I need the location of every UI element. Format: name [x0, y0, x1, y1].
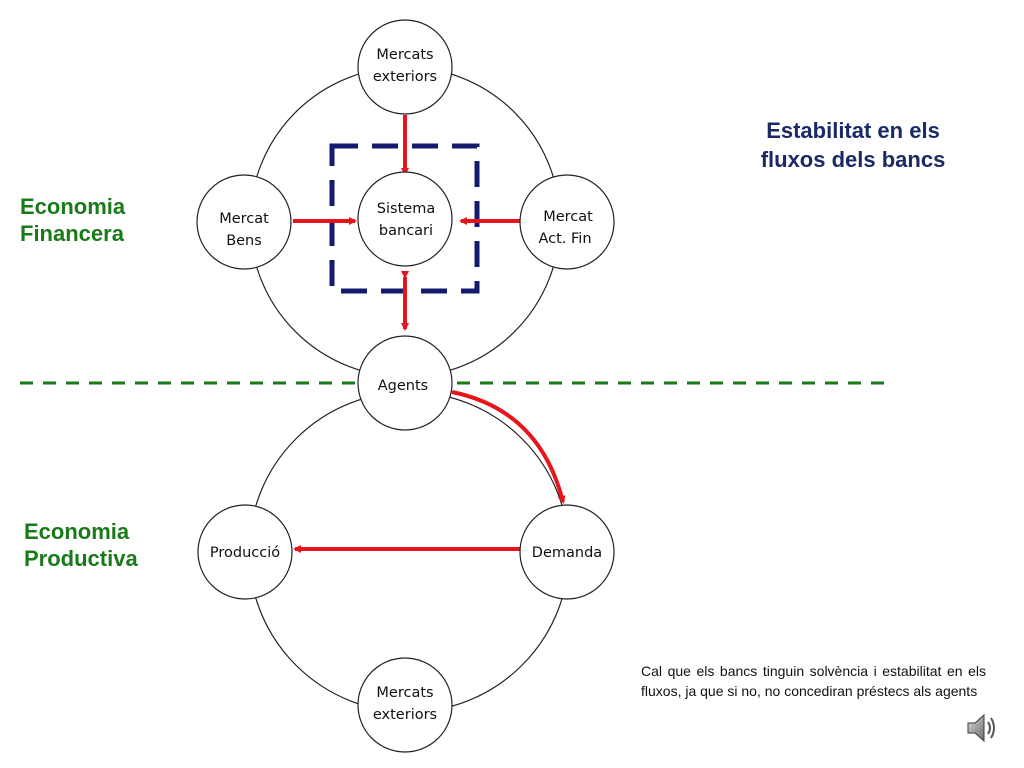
productive-economy-label-line2: Productiva [24, 546, 138, 571]
fin-label-1: Mercat [543, 209, 593, 225]
bank-label-1: Sistema [377, 201, 435, 217]
node-goods-market [196, 174, 292, 270]
node-bank-system [357, 171, 453, 267]
demand-label: Demanda [532, 545, 602, 561]
ext-bottom-label-1: Mercats [376, 685, 433, 701]
fin-label-2: Act. Fin [538, 231, 591, 247]
explanatory-note: Cal que els bancs tinguin solvència i es… [641, 663, 986, 699]
financial-economy-label: Economia Financera [20, 193, 125, 247]
bank-stability-title-line2: fluxos dels bancs [760, 147, 946, 172]
node-production [197, 504, 293, 600]
bank-stability-title-line1: Estabilitat en els [766, 118, 940, 143]
agents-label: Agents [378, 378, 428, 394]
productive-economy-label: Economia Productiva [24, 518, 138, 572]
node-agents [357, 335, 453, 431]
arrow-agents-to-demand [451, 390, 566, 504]
bens-label-2: Bens [226, 233, 262, 249]
bank-label-2: bancari [379, 223, 433, 239]
ext-top-label-1: Mercats [376, 47, 433, 63]
node-demand [519, 504, 615, 600]
speaker-icon[interactable] [964, 710, 1000, 746]
node-fin-market [519, 174, 615, 270]
financial-economy-label-line1: Economia [20, 194, 126, 219]
node-ext-markets-bottom [357, 657, 453, 753]
production-label: Producció [210, 545, 280, 561]
ext-top-label-2: exteriors [373, 69, 437, 85]
productive-economy-label-line1: Economia [24, 519, 130, 544]
financial-economy-label-line2: Financera [20, 221, 124, 246]
node-ext-markets-top [357, 19, 453, 115]
bens-label-1: Mercat [219, 211, 269, 227]
ext-bottom-label-2: exteriors [373, 707, 437, 723]
bank-stability-title: Estabilitat en els fluxos dels bancs [738, 116, 968, 174]
